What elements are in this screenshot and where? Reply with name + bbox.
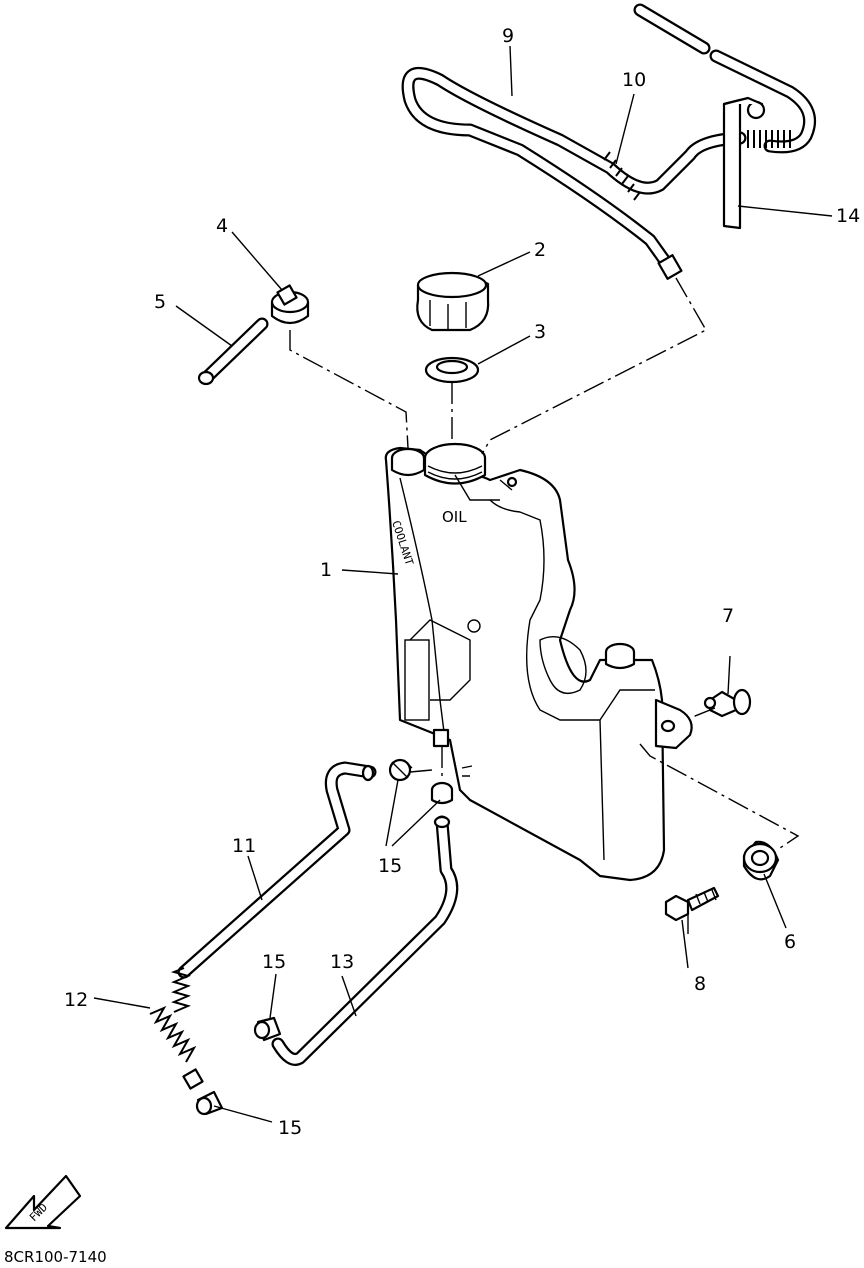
spring-part-12 [149, 967, 204, 1090]
callout-10: 10 [622, 69, 646, 91]
fwd-arrow: FWD [4, 1174, 82, 1230]
callout-1: 1 [320, 559, 332, 581]
hose-guide-part-14 [722, 96, 766, 230]
callout-13: 13 [330, 951, 354, 973]
bolt-part-8 [664, 886, 720, 922]
breather-hose-part-9 [401, 3, 816, 280]
assembly-lines [289, 277, 800, 936]
grommet-part-7 [703, 688, 752, 718]
leader-lines [93, 45, 833, 1123]
clamp-part-15-middle [253, 1016, 282, 1042]
pipe-part-5 [197, 317, 269, 386]
callout-11: 11 [232, 835, 256, 857]
callout-5: 5 [154, 291, 166, 313]
callout-12: 12 [64, 989, 88, 1011]
callout-7: 7 [722, 605, 734, 627]
callout-numbers: 1 2 3 4 5 6 7 8 9 10 11 12 13 14 15 15 1… [64, 25, 860, 1139]
callout-2: 2 [534, 239, 546, 261]
figure-code: 8CR100-7140 [4, 1248, 107, 1266]
callout-15-upper: 15 [378, 855, 402, 877]
damper-part-6 [742, 840, 780, 881]
clamp-part-15-upper [388, 758, 473, 805]
clamp-part-15-lower-left [195, 1090, 224, 1116]
callout-9: 9 [502, 25, 514, 47]
hose-spring-part-10 [603, 130, 791, 201]
callout-15-lower: 15 [278, 1117, 302, 1139]
oil-marking: OIL [442, 508, 467, 526]
callout-4: 4 [216, 215, 228, 237]
hose-part-11 [177, 761, 377, 979]
fitting-part-4 [270, 284, 310, 325]
callout-15-middle: 15 [262, 951, 286, 973]
hose-part-13 [271, 815, 459, 1066]
callout-3: 3 [534, 321, 546, 343]
reservoir-tank-part-1: COOLANT OIL [384, 442, 693, 882]
callout-6: 6 [784, 931, 796, 953]
tank-cap-part-2 [416, 271, 490, 332]
gasket-part-3 [424, 356, 480, 384]
callout-8: 8 [694, 973, 706, 995]
callout-14: 14 [836, 205, 860, 227]
